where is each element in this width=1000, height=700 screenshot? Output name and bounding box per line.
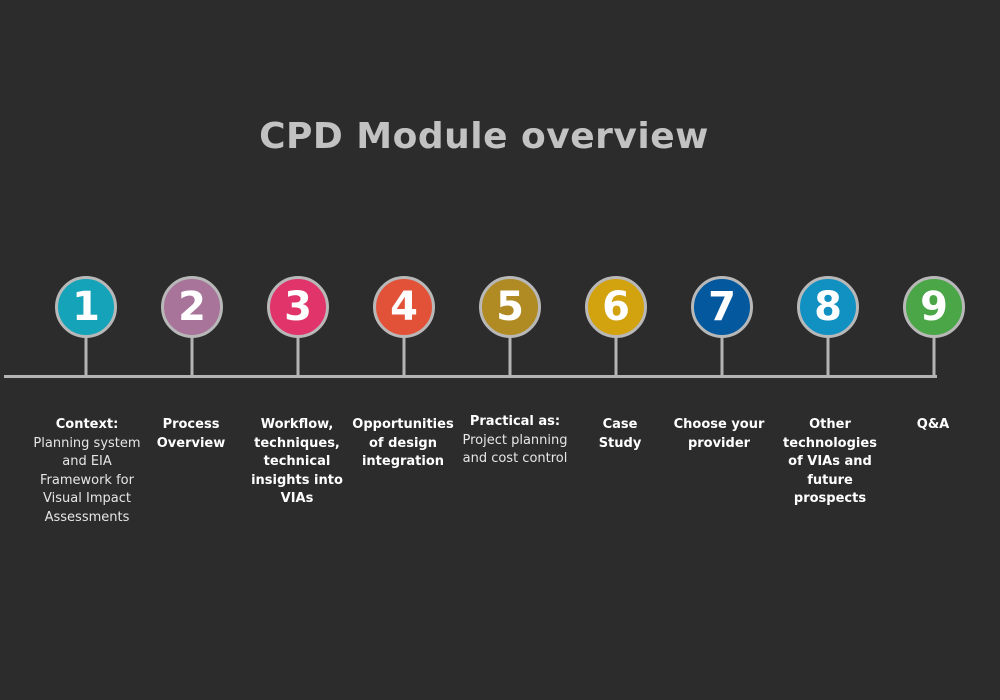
timeline-stem-6 — [614, 336, 618, 377]
step-6-heading: Case Study — [598, 417, 642, 451]
step-6-number: 6 — [602, 284, 630, 330]
step-7-number: 7 — [708, 284, 736, 330]
step-3-heading: Workflow, techniques, technical insights… — [251, 417, 343, 506]
timeline-stem-9 — [932, 336, 936, 377]
step-1-heading: Context: — [55, 417, 119, 432]
step-6-label: Case Study — [595, 416, 645, 453]
step-1-badge: 1 — [55, 276, 117, 338]
step-8-label: Other technologies of VIAs and future pr… — [778, 416, 882, 509]
step-4-label: Opportunities of design integration — [351, 416, 455, 472]
step-5-description: Project planning and cost control — [462, 432, 568, 467]
page-title: CPD Module overview — [259, 116, 709, 157]
step-2-number: 2 — [178, 284, 206, 330]
step-1-number: 1 — [72, 284, 100, 330]
step-4-number: 4 — [390, 284, 418, 330]
step-9-badge: 9 — [903, 276, 965, 338]
step-1-description: Planning system and EIA Framework for Vi… — [33, 435, 141, 525]
step-2-label: Process Overview — [146, 416, 236, 453]
step-6-badge: 6 — [585, 276, 647, 338]
timeline-stem-4 — [402, 336, 406, 377]
timeline-stem-1 — [84, 336, 88, 377]
step-4-heading: Opportunities of design integration — [352, 417, 454, 469]
step-3-badge: 3 — [267, 276, 329, 338]
step-4-badge: 4 — [373, 276, 435, 338]
timeline-stem-3 — [296, 336, 300, 377]
step-2-heading: Process Overview — [156, 417, 226, 451]
step-7-heading: Choose your provider — [673, 417, 765, 451]
step-5-label: Practical as: Project planning and cost … — [455, 413, 575, 469]
step-5-heading: Practical as: — [469, 414, 561, 429]
timeline-stem-5 — [508, 336, 512, 377]
timeline-stem-8 — [826, 336, 830, 377]
step-8-badge: 8 — [797, 276, 859, 338]
step-3-number: 3 — [284, 284, 312, 330]
step-9-label: Q&A — [903, 416, 963, 435]
step-1-label: Context: Planning system and EIA Framewo… — [25, 416, 149, 527]
timeline-stem-7 — [720, 336, 724, 377]
step-8-number: 8 — [814, 284, 842, 330]
step-5-number: 5 — [496, 284, 524, 330]
timeline-stem-2 — [190, 336, 194, 377]
step-9-heading: Q&A — [916, 417, 950, 432]
step-7-label: Choose your provider — [667, 416, 771, 453]
step-8-heading: Other technologies of VIAs and future pr… — [783, 417, 877, 506]
step-3-label: Workflow, techniques, technical insights… — [249, 416, 345, 509]
step-2-badge: 2 — [161, 276, 223, 338]
step-5-badge: 5 — [479, 276, 541, 338]
step-9-number: 9 — [920, 284, 948, 330]
timeline-line — [4, 375, 937, 378]
step-7-badge: 7 — [691, 276, 753, 338]
